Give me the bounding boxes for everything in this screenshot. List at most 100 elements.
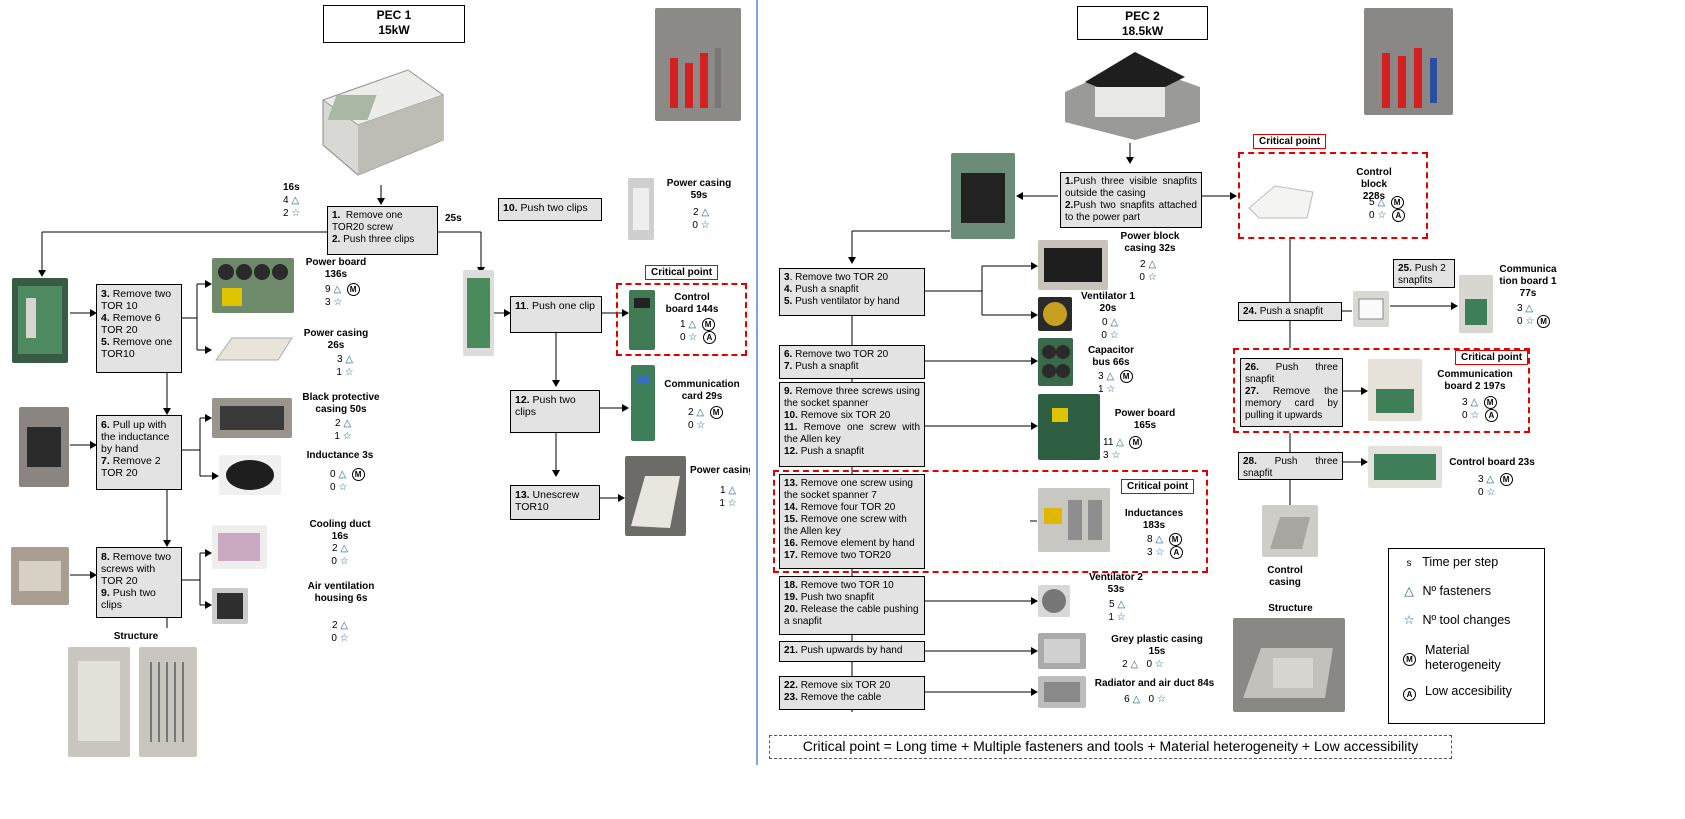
step-num: 10. [503,202,518,214]
pec1-power-board-stats: 9 △ M 3 ☆ [325,283,375,309]
fastener-icon: △ [1148,259,1157,270]
critical-point-label: Critical point [1253,134,1327,149]
tool-icon: ☆ [727,498,737,509]
material-heterogeneity-icon: M [351,468,365,481]
tool-icon: ☆ [291,208,301,219]
tool-icon: ☆ [1470,410,1480,422]
tool-count: 0 [1101,330,1107,341]
pec1-power: 15kW [378,23,410,37]
pec2-step-26-27: 26. Push three snapfit 27. Remove the me… [1240,358,1343,427]
tool-icon: ☆ [1155,547,1165,559]
step-num: 12. [515,394,530,406]
pec1-step-8-9: 8. Remove two screws with TOR 20 9. Push… [96,547,182,618]
tool-icon: ☆ [339,633,349,644]
step-num: 6. [101,419,110,431]
tool-icon: ☆ [1116,612,1126,623]
fastener-count: 2 [334,418,341,429]
step-text: Remove two screws with TOR 20 [101,551,172,587]
pec2-capacitor-label: Capacitor bus 66s [1087,345,1135,368]
legend: s Time per step △ Nº fasteners ☆ Nº tool… [1388,548,1545,724]
pec1-power-casing-b-label: Power casing 59s [660,178,738,202]
low-accessibility-icon: A [1484,409,1498,423]
step-text: . Remove two TOR 20 [789,272,889,283]
step-num: 2. [1065,200,1074,211]
pec2-photo-capacitor [1038,338,1073,386]
tool-icon: ☆ [1109,330,1119,341]
time-icon: s [1406,558,1412,569]
critical-frame-pec2-control-block [1238,152,1428,239]
part-time: 26s [327,340,345,351]
pec2-control-block-stats: 5 △ M 0 ☆ A [1369,196,1429,223]
part-time: 183s [1142,520,1166,531]
pec1-comm-card-label: Communication card 29s [664,379,740,402]
critical-point-label: Critical point [645,265,719,280]
fastener-count: 3 [1098,371,1104,383]
tool-icon: ☆ [696,420,706,432]
tool-count: 0 [331,633,337,644]
step-num: 7. [784,361,793,372]
step-num: 5. [784,296,793,307]
step-num: 20. [784,604,798,615]
pec1-photo-power-board [212,258,294,313]
time-value: 16s [283,182,300,193]
material-heterogeneity-icon: M [1483,396,1497,409]
pec2-photo-snapfit [1353,291,1389,327]
pec2-step-3-5: 3. Remove two TOR 20 4. Push a snapfit 5… [779,268,925,316]
step-num: 15. [784,514,798,525]
pec2-photo-control-casing [1262,505,1318,557]
pec2-power-block-label: Power block casing 32s [1120,231,1180,254]
part-name: Power board [305,257,367,268]
tool-icon: ☆ [1154,659,1164,670]
step-num: 4. [101,312,110,324]
pec2-step-6-7: 6. Remove two TOR 20 7. Push a snapfit [779,345,925,379]
fastener-count: 9 [325,284,331,296]
step-num: 19. [784,592,798,603]
pec2-photo-inductances [1038,488,1110,552]
step-num: 21. [784,645,798,656]
pec1-step-3-5: 3. Remove two TOR 10 4. Remove 6 TOR 20 … [96,284,182,373]
pec2-tools-photo [1364,8,1453,115]
step-num: 6. [784,349,793,360]
step-text: Remove four TOR 20 [800,502,896,513]
pec1-cooling-label: Cooling duct 16s [300,519,380,543]
tool-count: 0 [1146,659,1153,670]
pec2-photo-radiator [1038,676,1086,708]
step-text: Remove one screw with the Allen key [784,422,921,445]
step-text: Unescrew TOR10 [515,489,580,513]
fastener-icon: △ [1470,397,1479,409]
part-name: Ventilator 2 [1089,572,1143,583]
step-text: Push two clips [101,587,156,611]
pec2-photo-open-casing [951,153,1015,239]
pec2-control-board-label: Control board 23s [1449,457,1535,468]
step-num: 18. [784,580,798,591]
step-num: 4. [784,284,793,295]
fastener-icon: △ [291,195,300,206]
material-heterogeneity-icon: M [1537,315,1551,328]
fastener-count: 2 [1139,259,1146,270]
step-num: 7. [101,455,110,467]
critical-frame-pec2-comm-board-2 [1233,348,1530,433]
step-text: Push two clips [520,202,588,214]
pec1-photo-board [12,278,68,363]
step-num: 5. [101,336,110,348]
tool-count: 0 [692,220,698,231]
pec1-black-casing-stats: 2 △ 1 ☆ [328,417,358,443]
pec2-comm-board-1-stats: 3 △ 0 ☆ M [1517,302,1577,328]
critical-frame-pec1-control-board [616,283,747,356]
pec1-photo-black-casing [212,398,292,438]
pec1-step-12: 12. Push two clips [510,390,600,433]
step-num: 11. [784,422,798,433]
pec2-control-casing-label: Control casing [1267,565,1303,588]
pec1-title: PEC 1 [376,8,412,22]
fastener-count: 2 [692,207,699,218]
pec2-photo-comm-board-2 [1368,359,1422,421]
part-time: 16s [331,531,349,542]
legend-text: Low accesibility [1425,684,1512,698]
pec2-control-block-label: Control block 228s [1342,167,1406,203]
tool-count: 0 [330,482,336,494]
low-accessibility-icon: A [1391,209,1405,223]
pec1-step1-stats: 16s 4 △ 2 ☆ [283,181,319,220]
pec2-step-1-2: 1.Push three visible snapfits outside th… [1060,172,1202,228]
fastener-icon: △ [333,284,342,296]
